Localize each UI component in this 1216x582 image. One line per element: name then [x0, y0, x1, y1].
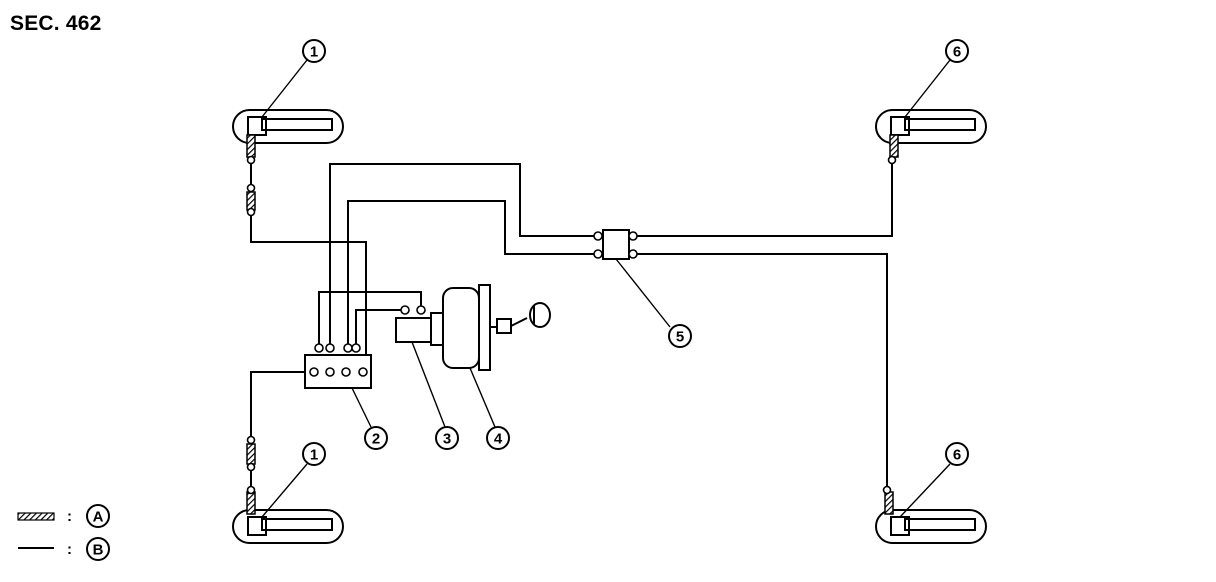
legend-hose-row: : A [17, 504, 110, 528]
callout-2-label: 2 [372, 431, 380, 448]
callout-1-top-label: 1 [310, 44, 318, 61]
callout-6-top-label: 6 [953, 44, 961, 61]
legend-hose-separator: : [67, 508, 72, 525]
brake-booster [442, 284, 551, 371]
legend-tube-row: : B [18, 537, 110, 561]
legend: : A : B [17, 504, 110, 561]
callout-1-top: 1 [302, 39, 326, 63]
front-left-brake [232, 109, 344, 144]
legend-tube-key: B [93, 542, 104, 559]
abs-actuator [304, 343, 372, 389]
callout-2: 2 [364, 426, 388, 450]
callout-1-bottom-label: 1 [310, 447, 318, 464]
pipe-joints [246, 155, 897, 495]
brake-hoses [246, 134, 899, 515]
callout-6-top: 6 [945, 39, 969, 63]
brake-tube-lines [250, 160, 893, 490]
master-cylinder [395, 305, 447, 346]
callout-4-label: 4 [494, 431, 503, 448]
callout-6-bottom: 6 [945, 442, 969, 466]
rear-left-brake [232, 509, 344, 544]
callouts: 1 1 2 3 4 5 6 [302, 39, 969, 466]
callout-6-bottom-label: 6 [953, 447, 961, 464]
front-right-brake [875, 109, 987, 144]
rear-right-brake [875, 509, 987, 544]
callout-3-label: 3 [443, 431, 451, 448]
three-way-connector [593, 229, 638, 260]
section-label: SEC. 462 [10, 12, 102, 35]
hose-swatch [17, 512, 55, 521]
callout-5: 5 [668, 324, 692, 348]
leader-lines [261, 59, 951, 518]
callout-4: 4 [486, 426, 510, 450]
callout-5-label: 5 [676, 329, 684, 346]
callout-1-bottom: 1 [302, 442, 326, 466]
legend-tube-separator: : [67, 541, 72, 558]
callout-3: 3 [435, 426, 459, 450]
legend-hose-key: A [93, 509, 104, 526]
